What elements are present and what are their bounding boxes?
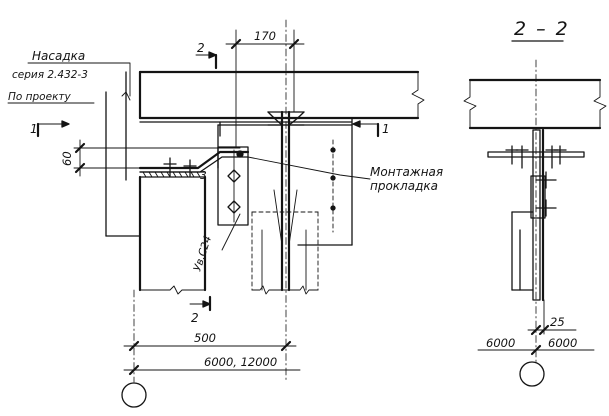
bolt-markers [330,139,336,233]
label-po-proektu: По проекту [8,91,72,103]
section-dim-25 [527,299,577,336]
section-2-2-view: 2 – 2 [463,18,607,387]
dim-500 [123,19,297,383]
section-cut-2-top [195,51,218,70]
section-dim-text-25: 25 [550,315,565,329]
section-mark-2-top: 2 [197,41,205,55]
section-title: 2 – 2 [514,18,570,40]
section-flange [487,145,585,169]
dim-170 [225,29,305,149]
dim-text-60: 60 [60,151,74,166]
section-cut-2-bottom [189,295,212,312]
label-weld-mark: 3 [200,170,207,182]
label-seriya: серия 2.432-3 [12,69,88,81]
axis-bubble-main [121,382,147,408]
left-column [138,171,207,295]
left-wall [105,71,141,237]
dim-text-span: 6000, 12000 [204,355,277,369]
lower-pedestal [251,189,319,295]
leaders [7,62,371,251]
label-ugol: Ув.С24 [191,234,214,273]
dim-60 [73,139,241,177]
main-view: Насадка серия 2.432-3 По проекту Монтажн… [7,19,443,408]
section-dim-6000 [477,344,595,356]
axis-bubble-section [519,361,545,387]
bracket [138,150,250,177]
label-nasadka: Насадка [32,49,85,63]
section-mark-1-left: 1 [30,122,38,136]
section-wall [511,211,534,291]
section-slab [463,78,607,130]
section-dim-text-right: 6000 [548,336,577,350]
upper-support [139,117,353,246]
label-montazhnaya: Монтажная [370,165,443,179]
connection-plate [217,146,249,226]
section-mark-1-right: 1 [382,122,390,136]
section-cut-1-left [36,120,70,138]
i-beam-web [267,110,305,292]
dim-span [123,364,301,376]
dim-text-170: 170 [254,29,276,43]
section-dim-text-left: 6000 [486,336,515,350]
label-prokladka: прокладка [370,179,438,193]
section-vertical-plate [530,128,557,302]
dim-text-500: 500 [194,331,216,345]
section-mark-2-bottom: 2 [191,311,199,325]
section-cut-1-right [351,120,380,138]
